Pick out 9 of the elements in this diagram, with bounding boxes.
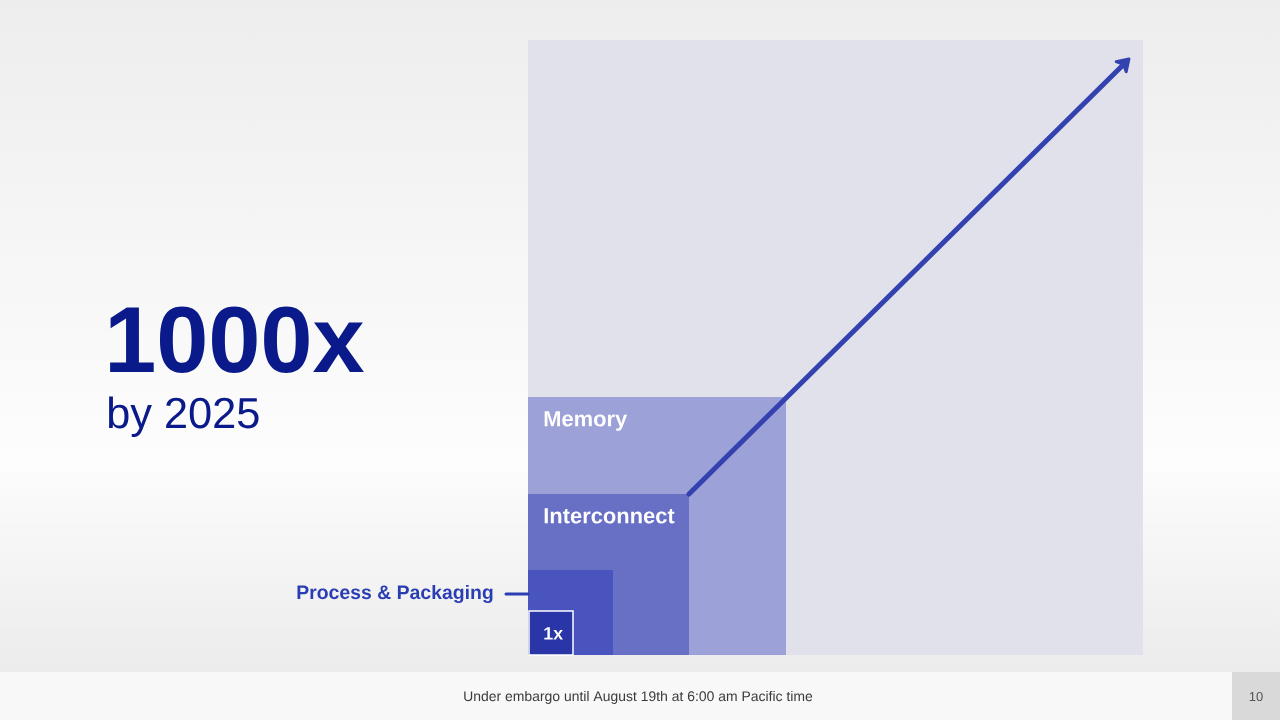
subheading: by 2025 [109, 396, 259, 437]
box-label: Memory [544, 411, 628, 431]
side-label: Process & Packaging [297, 584, 493, 604]
box-label: 1x [544, 627, 563, 640]
headline: 1000x [110, 306, 364, 373]
arrow [686, 57, 1131, 497]
box-label: Interconnect [544, 508, 675, 524]
page-number: 10 [1232, 672, 1280, 720]
footer-note: Under embargo until August 19th at 6:00 am Pacific time [464, 690, 813, 704]
